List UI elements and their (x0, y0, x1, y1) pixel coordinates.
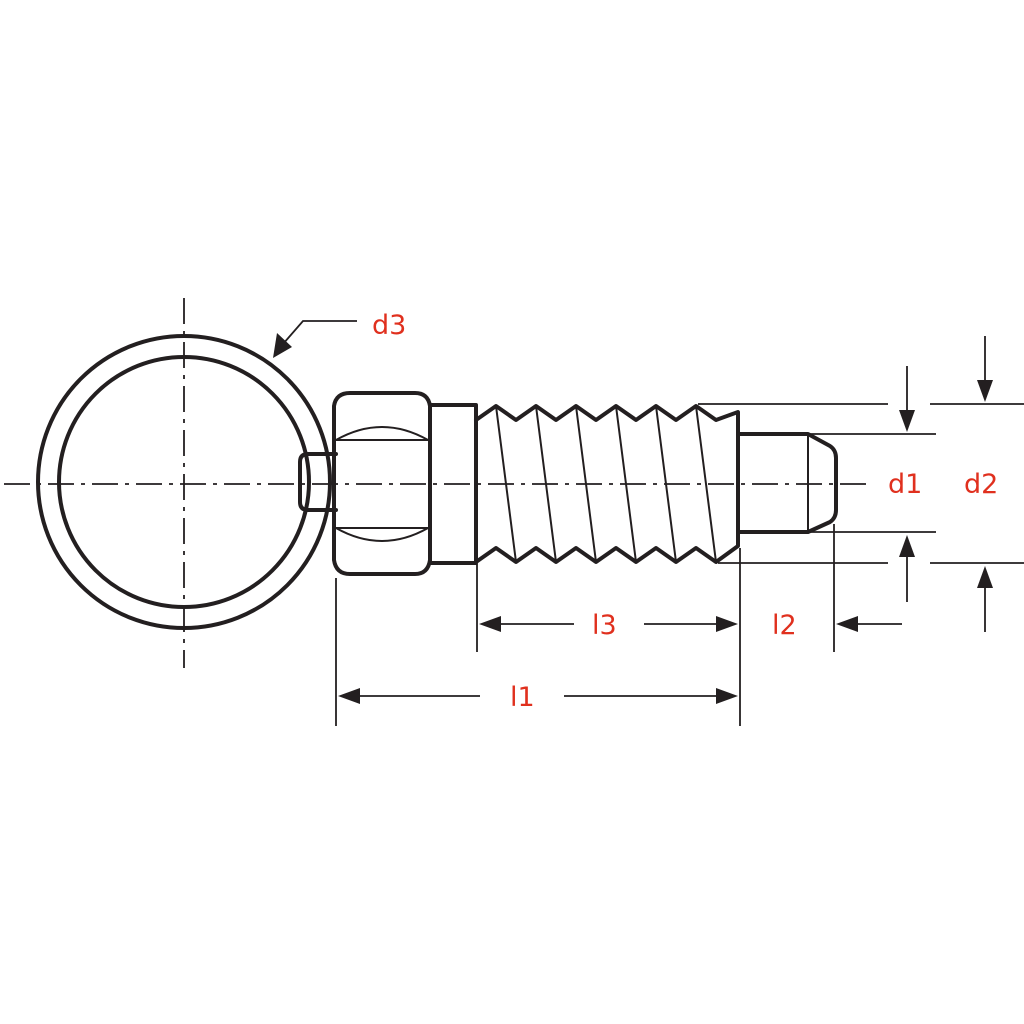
hex-knob (332, 391, 432, 576)
label-d1: d1 (888, 469, 922, 500)
label-l1: l1 (510, 682, 535, 713)
l2-dimension (836, 616, 902, 632)
d1-dimension-arrows (899, 366, 915, 602)
pull-ring (36, 334, 332, 630)
plunger-pin (736, 432, 838, 534)
collar (428, 403, 478, 565)
label-d3: d3 (372, 310, 406, 341)
label-l3: l3 (592, 610, 617, 641)
diameter-extension-lines (698, 403, 1024, 564)
l3-dimension (479, 616, 738, 632)
label-l2: l2 (772, 610, 797, 641)
length-extension-lines (335, 524, 835, 726)
label-d2: d2 (964, 469, 998, 500)
d3-leader (273, 320, 357, 358)
ring-stub (298, 452, 338, 512)
l1-dimension (338, 688, 738, 704)
d2-dimension-arrows (977, 336, 993, 632)
threaded-body (474, 404, 740, 564)
